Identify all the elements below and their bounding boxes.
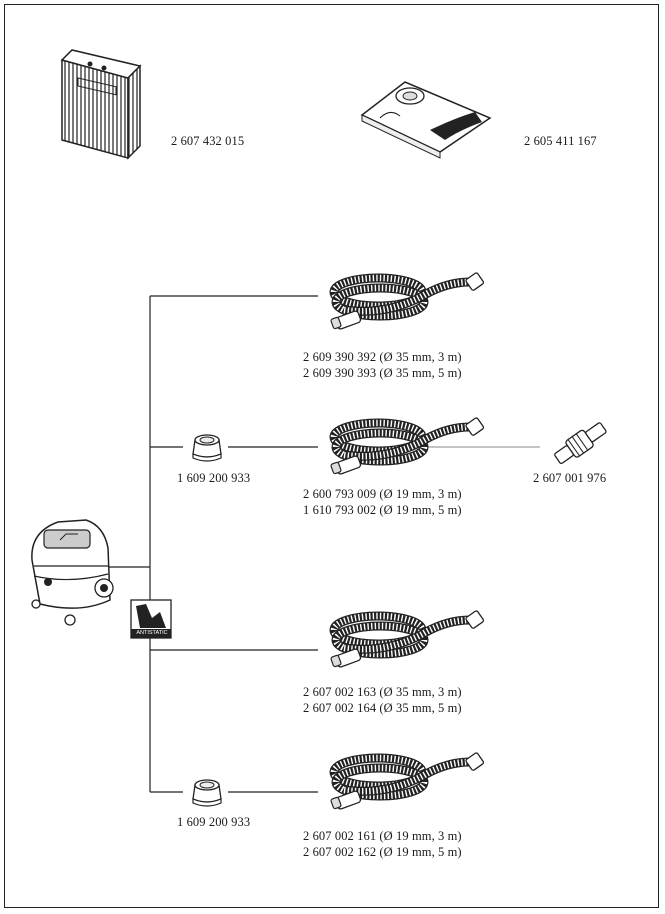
connector-part-number: 2 607 001 976: [533, 471, 607, 485]
hose-4-label: 2 607 002 161 (Ø 19 mm, 3 m) 2 607 002 1…: [303, 828, 462, 860]
hose-19mm-antistatic-icon: [331, 752, 485, 809]
hose-2-part-line-1: 2 600 793 009 (Ø 19 mm, 3 m): [303, 487, 462, 501]
adapter-icon: [192, 779, 222, 807]
hose-connector-icon: [554, 422, 607, 464]
hose-2-label: 2 600 793 009 (Ø 19 mm, 3 m) 1 610 793 0…: [303, 486, 462, 518]
hose-1-part-line-2: 2 609 390 393 (Ø 35 mm, 5 m): [303, 366, 462, 380]
hose-3-part-line-1: 2 607 002 163 (Ø 35 mm, 3 m): [303, 685, 462, 699]
hose-1-part-line-1: 2 609 390 392 (Ø 35 mm, 3 m): [303, 350, 462, 364]
hose-19mm-icon: [331, 417, 485, 474]
adapter-icon: [192, 434, 222, 462]
adapter-2-part-number: 1 609 200 933: [177, 815, 251, 829]
dust-bag-icon: [360, 81, 492, 159]
hose-2-part-line-2: 1 610 793 002 (Ø 19 mm, 5 m): [303, 503, 462, 517]
filter-part-number: 2 607 432 015: [171, 134, 245, 148]
vacuum-cleaner-icon: [31, 519, 114, 626]
antistatic-badge: [130, 599, 172, 639]
hose-1-label: 2 609 390 392 (Ø 35 mm, 3 m) 2 609 390 3…: [303, 349, 462, 381]
hose-4-part-line-2: 2 607 002 162 (Ø 19 mm, 5 m): [303, 845, 462, 859]
hose-35mm-icon: [331, 272, 485, 329]
hose-3-label: 2 607 002 163 (Ø 35 mm, 3 m) 2 607 002 1…: [303, 684, 462, 716]
adapter-1-part-number: 1 609 200 933: [177, 471, 251, 485]
hose-3-part-line-2: 2 607 002 164 (Ø 35 mm, 5 m): [303, 701, 462, 715]
filter-cartridge-icon: [60, 49, 142, 160]
dust-bag-part-number: 2 605 411 167: [524, 134, 597, 148]
page-frame: [4, 4, 659, 908]
antistatic-label: ANTISTATIC: [136, 630, 168, 636]
hose-4-part-line-1: 2 607 002 161 (Ø 19 mm, 3 m): [303, 829, 462, 843]
connector-lines: [108, 295, 540, 793]
hose-35mm-antistatic-icon: [331, 610, 485, 667]
